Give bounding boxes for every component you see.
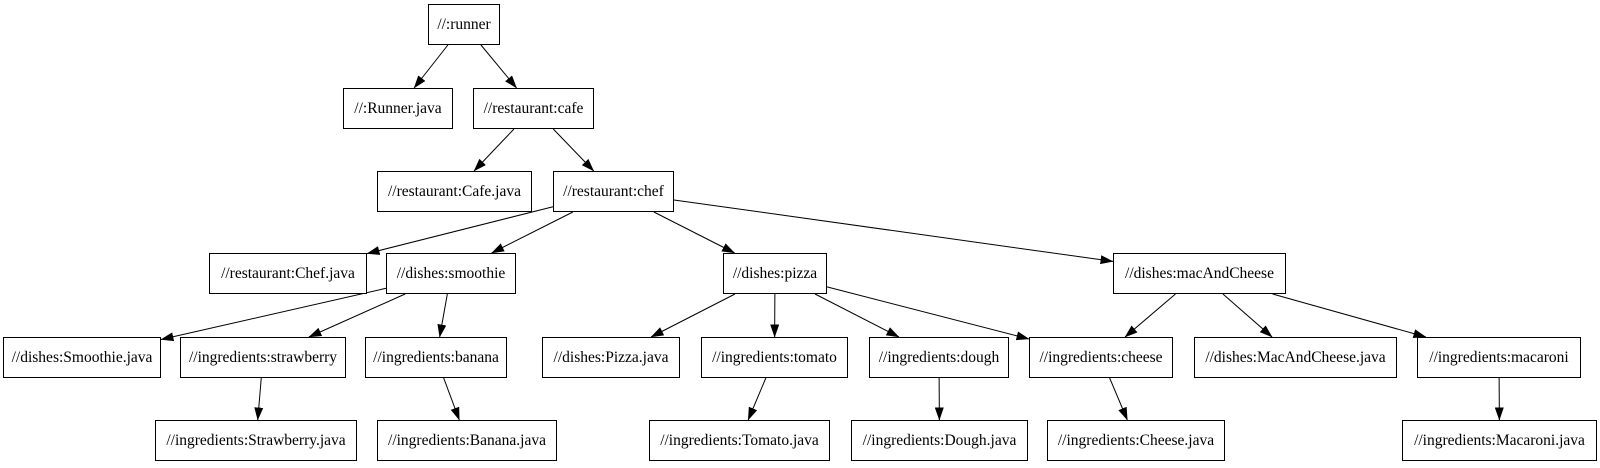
- graph-node-label: //ingredients:Cheese.java: [1057, 431, 1215, 449]
- graph-node-label: //ingredients:Tomato.java: [660, 431, 819, 449]
- edge-strawberry-to-strawberry_java: [254, 377, 264, 421]
- edge-smoothie-to-smoothie_java: [160, 287, 387, 342]
- graph-node-cafe_java: //restaurant:Cafe.java: [377, 171, 532, 212]
- edge-chef-to-pizza: [653, 211, 736, 254]
- graph-node-cafe: //restaurant:cafe: [473, 88, 594, 129]
- edge-cafe-to-chef: [552, 128, 595, 172]
- graph-node-label: //dishes:macAndCheese: [1125, 264, 1274, 282]
- graph-node-label: //ingredients:Banana.java: [388, 431, 546, 449]
- graph-node-pizza: //dishes:pizza: [723, 253, 827, 294]
- graph-node-label: //:runner: [437, 15, 491, 33]
- graph-node-macaroni: //ingredients:macaroni: [1417, 337, 1581, 378]
- edge-tomato-to-tomato_java: [747, 377, 767, 421]
- graph-node-label: //restaurant:Cafe.java: [388, 182, 521, 200]
- graph-node-runner_java: //:Runner.java: [343, 88, 453, 129]
- graph-node-smoothie: //dishes:smoothie: [386, 253, 516, 294]
- graph-node-banana: //ingredients:banana: [365, 337, 507, 378]
- graph-node-pizza_java: //dishes:Pizza.java: [542, 337, 680, 378]
- edge-pizza-to-pizza_java: [650, 293, 736, 338]
- graph-node-strawberry_java: //ingredients:Strawberry.java: [155, 420, 357, 461]
- graph-node-macaroni_java: //ingredients:Macaroni.java: [1402, 420, 1597, 461]
- graph-node-label: //ingredients:banana: [373, 348, 499, 366]
- edge-cafe-to-cafe_java: [473, 128, 515, 172]
- edge-mac_and_cheese-to-macaroni: [1272, 293, 1427, 338]
- edge-runner-to-cafe: [480, 44, 517, 89]
- edge-pizza-to-cheese: [826, 286, 1030, 341]
- graph-node-label: //ingredients:Strawberry.java: [166, 431, 346, 449]
- graph-node-label: //ingredients:Macaroni.java: [1414, 431, 1585, 449]
- edge-banana-to-banana_java: [443, 377, 460, 421]
- graph-node-label: //ingredients:dough: [878, 348, 1000, 366]
- graph-node-smoothie_java: //dishes:Smoothie.java: [3, 337, 161, 378]
- graph-node-dough: //ingredients:dough: [869, 337, 1009, 378]
- graph-node-banana_java: //ingredients:Banana.java: [377, 420, 557, 461]
- edge-chef-to-mac_and_cheese: [673, 199, 1114, 265]
- edge-chef-to-smoothie: [491, 211, 574, 254]
- graph-node-runner: //:runner: [428, 4, 500, 45]
- graph-node-label: //dishes:Pizza.java: [553, 348, 669, 366]
- edge-smoothie-to-strawberry: [308, 293, 406, 338]
- graph-node-tomato: //ingredients:tomato: [701, 337, 848, 378]
- edge-pizza-to-dough: [814, 293, 900, 338]
- graph-node-cheese_java: //ingredients:Cheese.java: [1047, 420, 1225, 461]
- graph-node-label: //restaurant:Chef.java: [221, 264, 355, 282]
- graph-node-label: //restaurant:cafe: [483, 99, 584, 117]
- graph-node-chef: //restaurant:chef: [553, 171, 674, 212]
- graph-node-label: //dishes:pizza: [732, 264, 818, 282]
- graph-node-label: //ingredients:Dough.java: [862, 431, 1017, 449]
- graph-node-dough_java: //ingredients:Dough.java: [851, 420, 1028, 461]
- graph-node-label: //dishes:MacAndCheese.java: [1205, 348, 1386, 366]
- graph-node-mac_and_cheese_java: //dishes:MacAndCheese.java: [1194, 337, 1397, 378]
- graph-node-label: //dishes:Smoothie.java: [11, 348, 153, 366]
- graph-node-strawberry: //ingredients:strawberry: [180, 337, 346, 378]
- edge-cheese-to-cheese_java: [1109, 377, 1128, 421]
- graph-node-label: //restaurant:chef: [563, 182, 664, 200]
- graph-node-label: //ingredients:strawberry: [188, 348, 338, 366]
- edge-mac_and_cheese-to-cheese: [1124, 293, 1176, 338]
- edge-chef-to-chef_java: [366, 206, 554, 255]
- edge-runner-to-runner_java: [413, 44, 449, 89]
- graph-node-label: //ingredients:tomato: [712, 348, 837, 366]
- graph-node-tomato_java: //ingredients:Tomato.java: [649, 420, 830, 461]
- graph-node-label: //dishes:smoothie: [396, 264, 506, 282]
- edge-mac_and_cheese-to-mac_and_cheese_java: [1222, 293, 1273, 338]
- graph-node-label: //:Runner.java: [354, 99, 442, 117]
- graph-node-cheese: //ingredients:cheese: [1029, 337, 1173, 378]
- graph-node-chef_java: //restaurant:Chef.java: [209, 253, 367, 294]
- edge-smoothie-to-banana: [437, 293, 448, 338]
- graph-node-label: //ingredients:cheese: [1039, 348, 1163, 366]
- graph-node-label: //ingredients:macaroni: [1429, 348, 1569, 366]
- graph-node-mac_and_cheese: //dishes:macAndCheese: [1113, 253, 1286, 294]
